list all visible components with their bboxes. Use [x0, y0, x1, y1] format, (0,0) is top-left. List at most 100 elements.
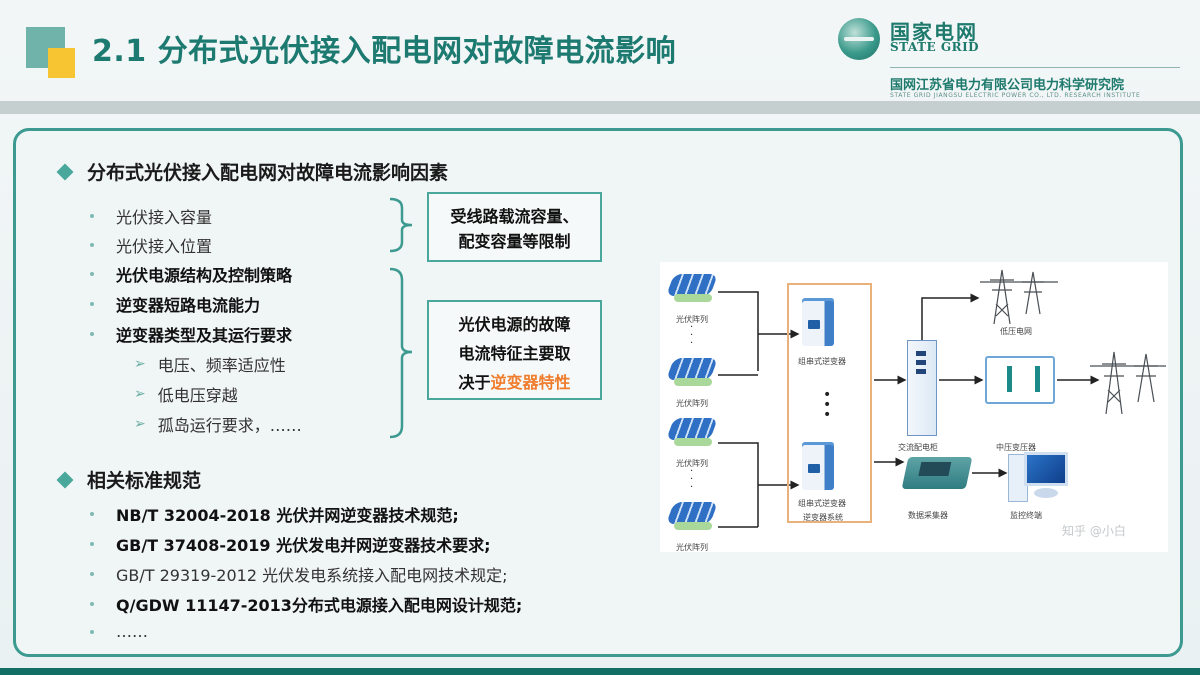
logo-name-cn: 国家电网 [890, 20, 978, 44]
arrow-bullet-icon: ➢ [134, 416, 146, 432]
state-grid-logo: 国家电网 STATE GRID 国网江苏省电力有限公司电力科学研究院 STATE… [836, 14, 1186, 99]
ellipsis-vertical-icon: ••• [823, 387, 832, 423]
standard-item-label: NB/T 32004-2018 光伏并网逆变器技术规范; [116, 506, 459, 525]
list-item: 逆变器类型及其运行要求 [90, 322, 292, 346]
string-inverter-label: 组串式逆变器 [798, 357, 846, 366]
list-item: 光伏电源结构及控制策略 [90, 262, 292, 286]
pv-array-label: 光伏阵列 [676, 543, 708, 552]
callout-line: 光伏电源的故障 [458, 315, 571, 334]
ellipsis-vertical-icon: ··· [690, 322, 694, 349]
ac-distribution-cabinet-icon [907, 340, 937, 436]
section-heading-text: 相关标准规范 [87, 470, 202, 492]
monitor-label: 监控终端 [1010, 511, 1042, 520]
data-collector-icon [901, 457, 973, 489]
bullet-dot-icon [90, 243, 94, 247]
sub-list-item: ➢ 电压、频率适应性 [134, 352, 286, 376]
title-decoration-yellow-square [48, 48, 75, 78]
pv-system-diagram: 光伏阵列 ··· 光伏阵列 光伏阵列 ··· 光伏阵列 组串式逆变器 ••• 组… [660, 262, 1168, 552]
arrow-bullet-icon: ➢ [134, 386, 146, 402]
logo-institute-cn: 国网江苏省电力有限公司电力科学研究院 [890, 78, 1125, 93]
sub-list-item-label: 低电压穿越 [157, 386, 238, 405]
list-item: 逆变器短路电流能力 [90, 292, 260, 316]
lv-grid-label: 低压电网 [1000, 327, 1032, 336]
section-heading-factors: 分布式光伏接入配电网对故障电流影响因素 [56, 158, 448, 185]
pv-array-label: 光伏阵列 [676, 459, 708, 468]
string-inverter-label: 组串式逆变器 [798, 499, 846, 508]
callout-highlight: 逆变器特性 [490, 373, 571, 392]
pv-array-icon [666, 414, 718, 448]
list-item-label: 逆变器短路电流能力 [116, 296, 261, 315]
pv-array-icon [666, 270, 718, 304]
standard-item: NB/T 32004-2018 光伏并网逆变器技术规范; [90, 502, 459, 526]
callout-line: 电流特征主要取 [458, 344, 571, 363]
callout-text: 决于 [458, 373, 491, 392]
transmission-tower-icon [980, 269, 1058, 325]
pv-array-label: 光伏阵列 [676, 399, 708, 408]
diagram-connectors [718, 291, 1100, 528]
list-item-label: 光伏接入位置 [116, 237, 213, 256]
list-item-label: 光伏电源结构及控制策略 [116, 266, 293, 285]
standard-item-label: GB/T 29319-2012 光伏发电系统接入配电网技术规定; [116, 566, 508, 585]
standard-item-label: …… [116, 622, 148, 641]
standard-item-label: GB/T 37408-2019 光伏发电并网逆变器技术要求; [116, 536, 491, 555]
monitoring-terminal-icon [1008, 452, 1072, 506]
diamond-bullet-icon [56, 471, 74, 488]
sub-list-item-label: 孤岛运行要求，…… [157, 416, 302, 435]
string-inverter-icon [802, 298, 834, 346]
watermark: 知乎 @小白 [1062, 524, 1126, 538]
data-collector-label: 数据采集器 [908, 511, 948, 520]
bullet-dot-icon [90, 602, 94, 606]
bullet-dot-icon [90, 512, 94, 516]
globe-icon [838, 18, 880, 60]
bullet-dot-icon [90, 572, 94, 576]
callout-line: 决于逆变器特性 [429, 368, 600, 397]
bullet-dot-icon [90, 214, 94, 218]
pv-array-label: 光伏阵列 [676, 315, 708, 324]
header-divider-band [0, 101, 1200, 114]
logo-divider [890, 67, 1180, 68]
right-brace-icon [389, 197, 413, 253]
inverter-system-label: 逆变器系统 [803, 513, 843, 522]
list-item: 光伏接入位置 [90, 233, 212, 257]
mv-transformer-icon [985, 356, 1055, 404]
callout-line: 受线路载流容量、 [450, 207, 579, 226]
bullet-dot-icon [90, 629, 94, 634]
bullet-dot-icon [90, 272, 94, 276]
footer-bar [0, 668, 1200, 675]
sub-list-item-label: 电压、频率适应性 [157, 356, 286, 375]
diamond-bullet-icon [56, 163, 74, 180]
pv-array-icon [666, 354, 718, 388]
standard-item-label: Q/GDW 11147-2013分布式电源接入配电网设计规范; [116, 596, 523, 615]
pv-array-icon [666, 498, 718, 532]
logo-institute-en: STATE GRID JIANGSU ELECTRIC POWER CO., L… [890, 92, 1141, 99]
right-brace-icon [389, 267, 413, 439]
sub-list-item: ➢ 低电压穿越 [134, 382, 238, 406]
standard-item: GB/T 29319-2012 光伏发电系统接入配电网技术规定; [90, 562, 508, 586]
list-item-label: 逆变器类型及其运行要求 [116, 326, 293, 345]
section-heading-text: 分布式光伏接入配电网对故障电流影响因素 [87, 162, 449, 184]
pc-monitor [1024, 452, 1068, 486]
pc-stand [1034, 488, 1058, 498]
list-item: 光伏接入容量 [90, 204, 212, 228]
standard-item: Q/GDW 11147-2013分布式电源接入配电网设计规范; [90, 592, 522, 616]
sub-list-item: ➢ 孤岛运行要求，…… [134, 412, 302, 436]
logo-name-en: STATE GRID [890, 40, 980, 54]
ac-cabinet-label: 交流配电柜 [898, 443, 938, 452]
string-inverter-icon [802, 442, 834, 490]
transmission-tower-icon [1090, 351, 1166, 415]
transformer-label: 中压变压器 [996, 443, 1036, 452]
bullet-dot-icon [90, 302, 94, 306]
callout-inverter-characteristics: 光伏电源的故障 电流特征主要取 决于逆变器特性 [427, 300, 602, 400]
section-heading-standards: 相关标准规范 [56, 466, 201, 493]
page-title: 2.1 分布式光伏接入配电网对故障电流影响 [92, 34, 677, 69]
callout-line: 配变容量等限制 [458, 232, 571, 251]
callout-capacity-limits: 受线路载流容量、 配变容量等限制 [427, 192, 602, 262]
list-item-label: 光伏接入容量 [116, 208, 213, 227]
standard-item: GB/T 37408-2019 光伏发电并网逆变器技术要求; [90, 532, 490, 556]
ellipsis-vertical-icon: ··· [690, 466, 694, 493]
standard-item: …… [90, 622, 148, 641]
bullet-dot-icon [90, 332, 94, 336]
inverter-system-box [787, 283, 872, 523]
arrow-bullet-icon: ➢ [134, 356, 146, 372]
